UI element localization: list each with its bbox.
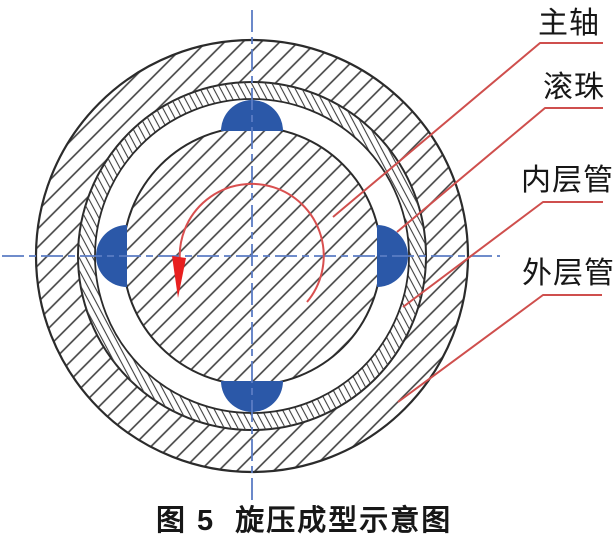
rotation-arc [178, 182, 325, 303]
rotation-arrowhead-icon [172, 256, 186, 298]
leader-outer-tube [397, 294, 602, 403]
leader-inner-tube [402, 201, 603, 308]
ball-bottom [221, 381, 283, 412]
label-main-shaft: 主轴 [538, 7, 600, 40]
label-outer-tube: 外层管 [522, 257, 615, 290]
rotation-arrow [172, 182, 325, 303]
label-inner-tube: 内层管 [521, 164, 614, 197]
leader-main-shaft [332, 42, 603, 218]
label-ball: 滚珠 [543, 71, 605, 104]
leader-ball [396, 107, 603, 233]
figure-caption: 图 5 旋压成型示意图 [156, 505, 453, 537]
